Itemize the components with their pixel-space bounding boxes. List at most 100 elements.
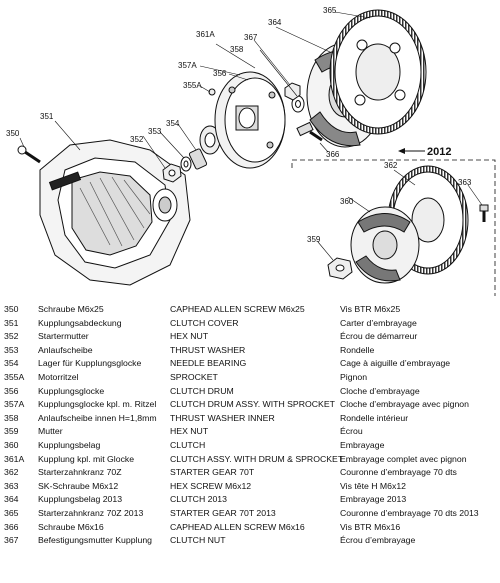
part-name-de: Kupplungsbelag 2013 <box>38 494 123 505</box>
part-number: 360 <box>4 439 19 450</box>
part-name-fr: Couronne d’embrayage 70 dts 2013 <box>340 507 479 518</box>
part-number: 364 <box>4 494 19 505</box>
part-name-de: Lager für Kupplungsglocke <box>38 358 142 369</box>
callout-352: 352 <box>130 135 144 144</box>
part-name-de: Kupplungsglocke <box>38 385 105 396</box>
part-name-en: STARTER GEAR 70T 2013 <box>170 507 276 518</box>
part-number: 365 <box>4 507 19 518</box>
callout-359: 359 <box>307 235 321 244</box>
callout-362: 362 <box>384 161 398 170</box>
part-name-en: THRUST WASHER INNER <box>170 412 275 423</box>
part-name-en: CAPHEAD ALLEN SCREW M6x25 <box>170 304 305 314</box>
part-number: 355A <box>4 371 25 382</box>
callout-365: 365 <box>323 6 337 15</box>
part-name-en: CLUTCH DRUM ASSY. WITH SPROCKET <box>170 399 335 410</box>
part-name-de: SK-Schraube M6x12 <box>38 480 119 491</box>
part-name-de: Kupplung kpl. mit Glocke <box>38 453 135 464</box>
part-name-de: Kupplungsabdeckung <box>38 317 122 328</box>
part-name-fr: Embrayage 2013 <box>340 494 407 505</box>
callout-358: 358 <box>230 45 244 54</box>
part-name-en: CLUTCH 2013 <box>170 494 227 505</box>
clutch-cover-351 <box>39 139 191 286</box>
hex-nut-352 <box>162 163 182 183</box>
part-name-en: SPROCKET <box>170 371 218 382</box>
clutch-nut-367 <box>284 82 301 101</box>
part-name-fr: Pignon <box>340 371 368 382</box>
needle-bearing-354 <box>188 148 208 170</box>
callout-367: 367 <box>244 33 258 42</box>
part-name-fr: Vis BTR M6x16 <box>340 521 401 532</box>
part-name-de: Anlaufscheibe <box>38 344 93 355</box>
hex-nut-359 <box>327 257 353 280</box>
part-name-en: NEEDLE BEARING <box>170 358 247 369</box>
part-number: 350 <box>4 304 19 314</box>
part-name-fr: Cloche d’embrayage <box>340 385 420 396</box>
part-number: 352 <box>4 331 19 342</box>
part-number: 359 <box>4 426 19 437</box>
part-name-en: STARTER GEAR 70T <box>170 467 255 478</box>
part-name-en: CLUTCH NUT <box>170 535 226 546</box>
part-name-fr: Écrou d’embrayage <box>340 535 416 546</box>
parts-row: 362 Starterzahnkranz 70Z STARTER GEAR 70T C… <box>0 466 500 480</box>
part-name-de: Startermutter <box>38 331 89 342</box>
part-number: 358 <box>4 412 19 423</box>
part-name-de: Starterzahnkranz 70Z 2013 <box>38 507 144 518</box>
part-number: 367 <box>4 535 19 546</box>
part-name-fr: Embrayage <box>340 439 385 450</box>
part-number: 357A <box>4 399 25 410</box>
screw-366 <box>296 121 323 142</box>
part-number: 362 <box>4 467 19 478</box>
part-name-en: HEX SCREW M6x12 <box>170 480 252 491</box>
part-number: 354 <box>4 358 19 369</box>
part-name-de: Anlaufscheibe innen H=1,8mm <box>38 412 157 423</box>
part-name-en: THRUST WASHER <box>170 344 246 355</box>
callout-366: 366 <box>326 150 340 159</box>
screw-363 <box>479 204 489 222</box>
part-name-de: Kupplungsbelag <box>38 439 101 450</box>
callout-360: 360 <box>340 197 354 206</box>
callout-labels: 350 351 352 353 354 355A 356 357A 358 36… <box>6 6 472 244</box>
part-name-fr: Embrayage complet avec pignon <box>340 453 467 464</box>
part-name-fr: Couronne d’embrayage 70 dts <box>340 467 457 478</box>
callout-364: 364 <box>268 18 282 27</box>
part-name-de: Starterzahnkranz 70Z <box>38 467 122 478</box>
part-number: 356 <box>4 385 19 396</box>
screw-350 <box>17 145 41 164</box>
part-name-fr: Écrou de démarreur <box>340 331 418 342</box>
callout-363: 363 <box>458 178 472 187</box>
starter-gear-362 <box>387 165 469 275</box>
part-name-fr: Rondelle <box>340 344 375 355</box>
starter-gear-365 <box>329 9 427 135</box>
callout-350: 350 <box>6 129 20 138</box>
parts-row: 365 Starterzahnkranz 70Z 2013 STARTER GEAR… <box>0 507 500 521</box>
part-number: 353 <box>4 344 19 355</box>
callout-354: 354 <box>166 119 180 128</box>
callout-356: 356 <box>213 69 227 78</box>
callout-353: 353 <box>148 127 162 136</box>
part-name-fr: Écrou <box>340 426 363 437</box>
part-name-fr: Vis BTR M6x25 <box>340 304 401 314</box>
parts-row: 364 Kupplungsbelag 2013 CLUTCH 2013 Embraya… <box>0 493 500 507</box>
parts-row: 354 Lager für Kupplungsglocke NEEDLE BEARI… <box>0 357 500 371</box>
clutch-360 <box>350 206 420 284</box>
part-name-en: CLUTCH <box>170 439 206 450</box>
part-name-en: CLUTCH DRUM <box>170 385 234 396</box>
part-number: 361A <box>4 453 25 464</box>
part-name-de: Befestigungsmutter Kupplung <box>38 535 152 546</box>
part-name-de: Schraube M6x16 <box>38 521 104 532</box>
callout-357A: 357A <box>178 61 197 70</box>
part-name-en: HEX NUT <box>170 426 209 437</box>
parts-row: 360 Kupplungsbelag CLUTCH Embrayage <box>0 439 500 453</box>
part-number: 366 <box>4 521 19 532</box>
parts-row: 353 Anlaufscheibe THRUST WASHER Rondelle <box>0 344 500 358</box>
